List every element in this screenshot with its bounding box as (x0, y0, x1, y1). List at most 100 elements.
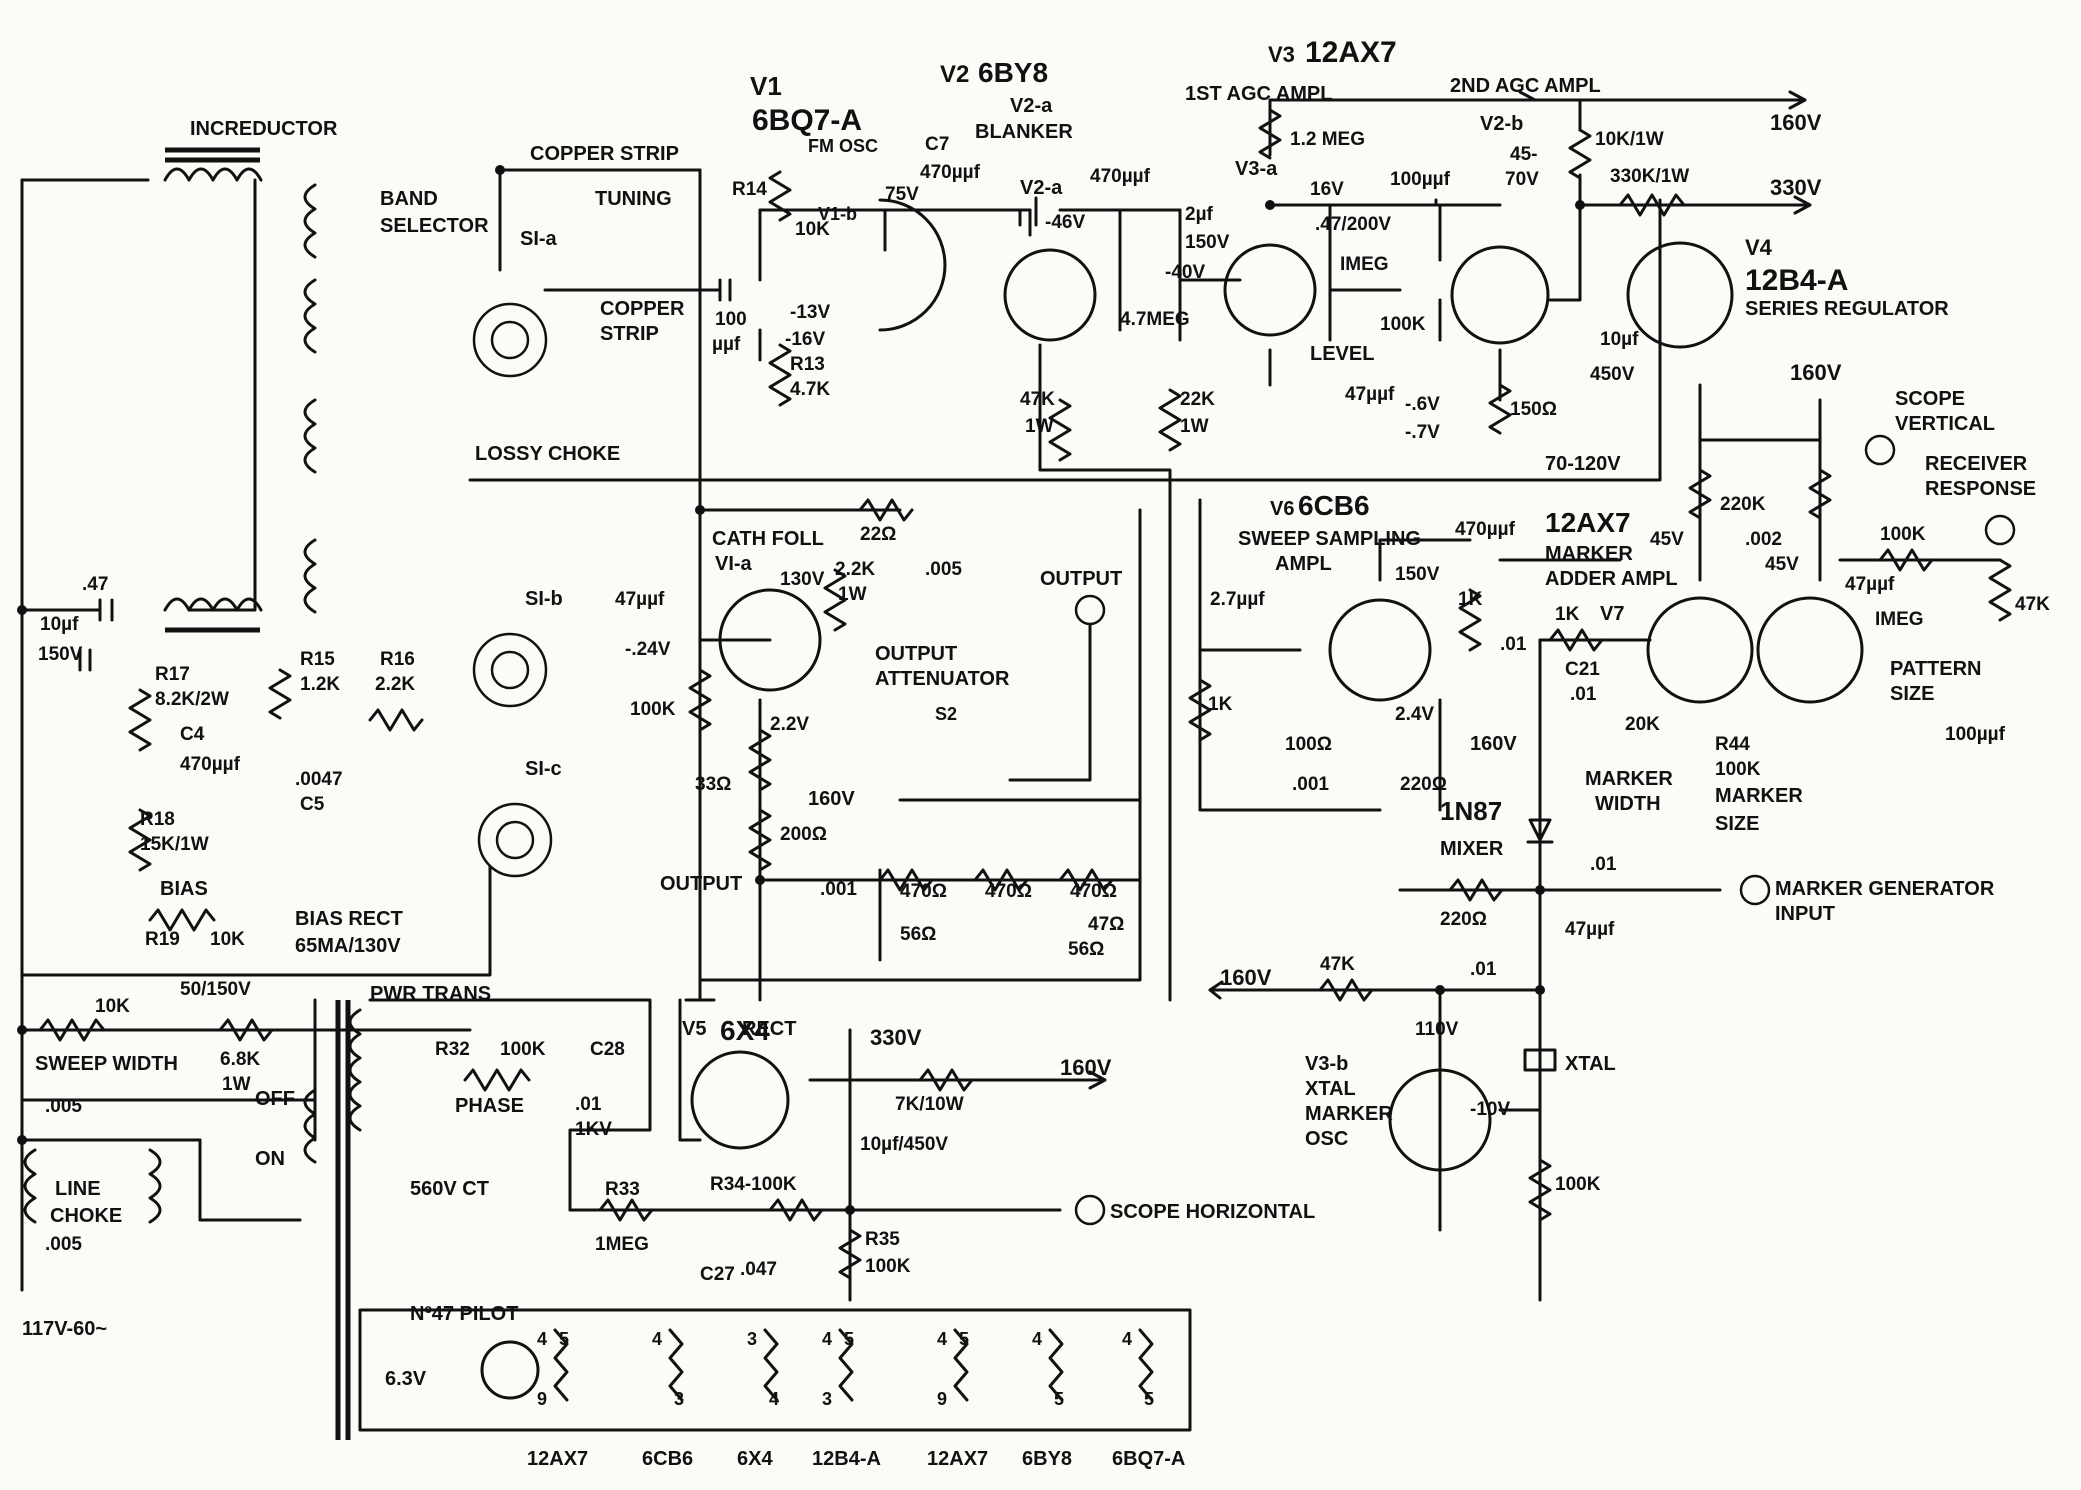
components-c10uf-in-v: 150V (38, 644, 83, 665)
bias-rect-label-1: BIAS RECT (295, 908, 403, 930)
components-imeg-v7: IMEG (1875, 609, 1924, 630)
heater-pin: 4 (937, 1329, 947, 1349)
heater-tube-3: 6X4 (737, 1448, 773, 1470)
heater-pin: 3 (822, 1389, 832, 1409)
potentiometer-bias[interactable] (148, 908, 216, 932)
attenuator-resistors (878, 868, 1114, 892)
components-r16: R16 (380, 649, 415, 670)
potentiometer-output[interactable] (748, 808, 772, 872)
voltages-v-2-2: 2.2V (770, 714, 809, 735)
v3a-label: V3-a (1235, 158, 1278, 180)
marker-generator-jack[interactable] (1739, 874, 1771, 906)
components-c21: C21 (1565, 659, 1600, 680)
potentiometer-sweep-width[interactable] (38, 1018, 106, 1042)
bias-label: BIAS (160, 878, 208, 900)
voltages-v-2-4: 2.4V (1395, 704, 1434, 725)
components-r220k: 220K (1720, 494, 1766, 515)
resistor-100k-cath (688, 668, 712, 732)
tube-v5 (690, 1050, 790, 1150)
voltages-v-m10: -10V (1470, 1099, 1510, 1120)
attenuator-label-1: OUTPUT (875, 643, 957, 665)
v1-label: V1 (750, 71, 782, 101)
voltages-v-m7: -.7V (1405, 422, 1440, 443)
scope-vertical-jack[interactable] (1864, 434, 1896, 466)
switch-s1b-hub (490, 650, 530, 690)
voltages-v-150: 150V (1395, 564, 1440, 585)
receiver-response-label-1: RECEIVER (1925, 453, 2028, 475)
v2b-label: V2-b (1480, 113, 1523, 135)
heater-element (553, 1328, 569, 1402)
heater-pin: 3 (747, 1329, 757, 1349)
components-r68k: 6.8K (220, 1049, 260, 1070)
capacitor-input (78, 598, 114, 672)
voltages-v-45a: 45V (1650, 529, 1684, 550)
components-r16v: 2.2K (375, 674, 415, 695)
resistor-r18 (128, 808, 152, 872)
components-r33b: R33 (605, 1179, 640, 1200)
resistor-47k-v7 (1988, 558, 2012, 622)
tube-v7b (1756, 596, 1864, 704)
voltages-v-16: 16V (1310, 179, 1344, 200)
components (17, 90, 2016, 1440)
components-r35v: 100K (865, 1256, 911, 1277)
components-c2uf: 2µf (1185, 204, 1214, 225)
scope-horizontal-label: SCOPE HORIZONTAL (1110, 1201, 1315, 1223)
components-r68k-w: 1W (222, 1074, 251, 1095)
v3b-function-top: 2ND AGC AMPL (1450, 75, 1601, 97)
receiver-response-jack[interactable] (1984, 514, 2016, 546)
voltages-v-m6: -.6V (1405, 394, 1440, 415)
on-label: ON (255, 1148, 285, 1170)
scope-horizontal-jack[interactable] (1074, 1194, 1106, 1226)
voltages-v-m46: -46V (1045, 212, 1085, 233)
pattern-size-label-1: PATTERN (1890, 658, 1981, 680)
resistor-r15 (268, 668, 292, 720)
components-r18: R18 (140, 809, 175, 830)
s2-label: S2 (935, 704, 957, 724)
heater-tube-2: 6CB6 (642, 1448, 693, 1470)
components-att-47: 47Ω (1088, 914, 1124, 935)
components-c28: C28 (590, 1039, 625, 1060)
components-c27uf: 2.7µµf (1210, 589, 1265, 610)
heater-pin: 5 (1054, 1389, 1064, 1409)
rail-160v-left: 160V (1220, 965, 1272, 990)
components-r100k-xtal: 100K (1555, 1174, 1601, 1195)
components-r13v: 4.7K (790, 379, 830, 400)
pattern-size-label-2: SIZE (1890, 683, 1934, 705)
resistor-100k-v7 (1878, 548, 1934, 572)
increductor-coil-top (163, 167, 263, 182)
v7-function-1: MARKER (1545, 543, 1633, 565)
heater-element (1138, 1328, 1154, 1402)
components-r35: R35 (865, 1229, 900, 1250)
components-r2-2k-w: 1W (838, 584, 867, 605)
components-r32: R32 (435, 1039, 470, 1060)
resistor-220k[interactable] (1688, 468, 1832, 520)
s1a-label: SI-a (520, 228, 558, 250)
potentiometer-phase[interactable] (463, 1068, 531, 1092)
v2-label: V2 (940, 61, 969, 88)
v1a-label: VI-a (715, 553, 753, 575)
capacitor-generic (718, 196, 1438, 302)
resistor-10k-1w (1568, 128, 1592, 180)
level-label: LEVEL (1310, 343, 1374, 365)
resistor-1k-v7 (1548, 628, 1604, 652)
components-c10-450: 10µf/450V (860, 1134, 948, 1155)
crystal (1523, 1048, 1557, 1072)
mains-label: 117V-60~ (22, 1318, 107, 1340)
tube-v2a-blanker (1003, 248, 1097, 342)
output-jack[interactable] (1074, 594, 1106, 626)
components-c10uf-v: 450V (1590, 364, 1635, 385)
v5-function: RECT (742, 1018, 796, 1040)
v3b-function-2: MARKER (1305, 1103, 1393, 1125)
components-att-56-2: 56Ω (1068, 939, 1104, 960)
wiring (20, 98, 2002, 1432)
heater-element (838, 1328, 854, 1402)
rail-160v-top: 160V (1770, 110, 1822, 135)
s1c-label: SI-c (525, 758, 562, 780)
components-r47k-xtal: 47K (1320, 954, 1355, 975)
tube-v7a (1646, 596, 1754, 704)
resistor-220-mix (1448, 878, 1504, 902)
junctions (17, 165, 1585, 1215)
resistor-1k-plate (1458, 588, 1482, 652)
resistor-2-2k (823, 568, 847, 632)
